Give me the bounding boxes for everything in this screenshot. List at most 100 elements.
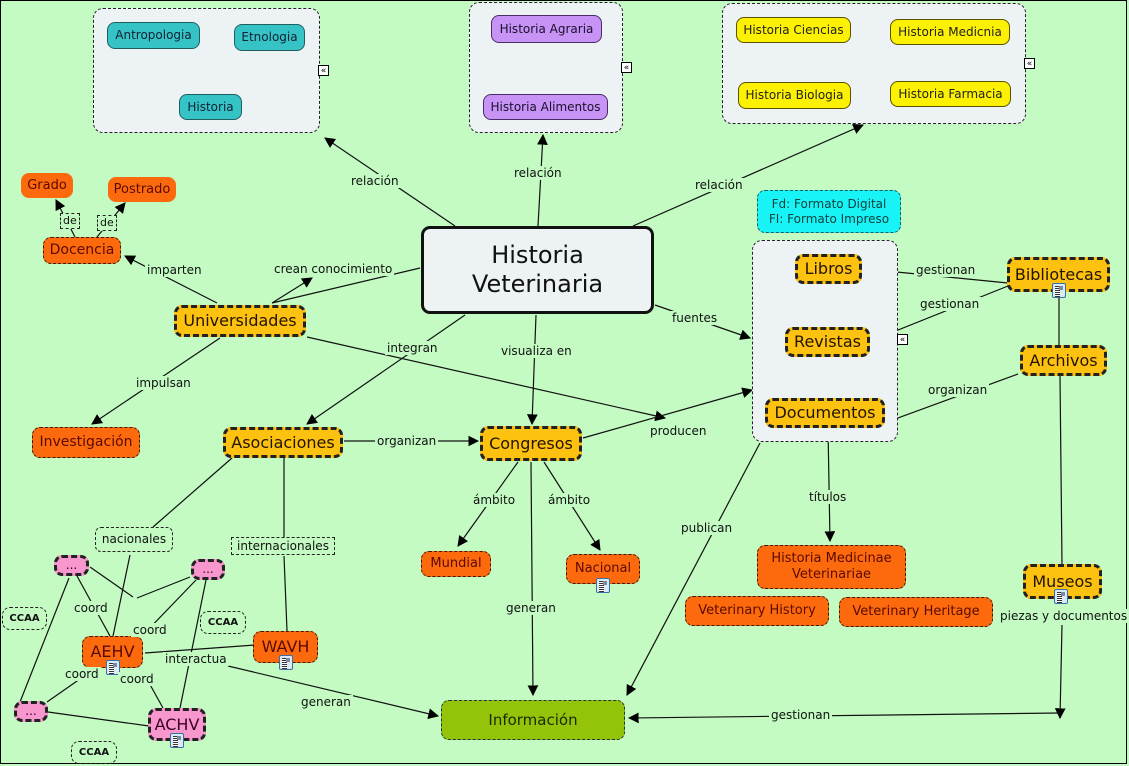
link-label-publican: publican <box>679 521 735 535</box>
resource-icon[interactable] <box>1052 283 1066 298</box>
legend-box: Fd: Formato Digital FI: Formato Impreso <box>757 190 901 233</box>
hmv-line1: Historia Medicinae <box>771 551 892 567</box>
link-label-ambito: ámbito <box>471 493 518 507</box>
node-ccaa-3[interactable]: CCAA <box>71 741 117 764</box>
main-concept[interactable]: Historia Veterinaria <box>421 226 654 314</box>
node-internacionales[interactable]: internacionales <box>231 537 335 555</box>
link-label-fuentes: fuentes <box>670 311 720 325</box>
link-generan-congresos <box>527 461 539 697</box>
resource-icon[interactable] <box>279 655 293 670</box>
link-dots2-achv <box>179 579 207 709</box>
link-label-interactua: interactua <box>163 652 229 666</box>
link-dots2-net <box>136 576 191 599</box>
link-dots1-dots3 <box>19 577 70 703</box>
node-ellipsis-1[interactable]: ... <box>54 555 89 576</box>
node-veterinary-history[interactable]: Veterinary History <box>685 596 829 626</box>
collapse-icon[interactable]: « <box>1024 58 1035 69</box>
link-label-coord: coord <box>131 623 169 637</box>
main-concept-line1: Historia <box>491 241 584 270</box>
resource-icon[interactable] <box>596 578 610 593</box>
node-antropologia[interactable]: Antropologia <box>107 22 200 49</box>
link-label-imparten: imparten <box>145 263 204 277</box>
link-label-gestionan: gestionan <box>769 708 833 722</box>
link-asoc-nacionales <box>152 457 233 528</box>
link-dots3-achv <box>47 711 150 727</box>
node-historia-medicinae-veterinariae[interactable]: Historia Medicinae Veterinariae <box>757 545 906 589</box>
resource-icon[interactable] <box>106 660 120 675</box>
node-revistas[interactable]: Revistas <box>785 327 870 357</box>
node-ellipsis-3[interactable]: ... <box>14 701 48 722</box>
link-producen <box>582 387 754 439</box>
node-ellipsis-2[interactable]: ... <box>191 559 225 580</box>
node-archivos[interactable]: Archivos <box>1020 345 1107 376</box>
link-crean-arrow <box>271 277 313 304</box>
link-interactua-aehv <box>144 644 256 654</box>
node-congresos[interactable]: Congresos <box>480 426 582 461</box>
link-label-generan: generan <box>504 601 558 615</box>
node-historia-alimentos[interactable]: Historia Alimentos <box>483 94 608 120</box>
collapse-icon[interactable]: « <box>318 65 329 76</box>
link-label-generan: generan <box>299 695 353 709</box>
node-mundial[interactable]: Mundial <box>421 551 491 577</box>
link-label-coord: coord <box>72 601 110 615</box>
resource-icon[interactable] <box>170 733 184 748</box>
link-imparten <box>124 255 218 304</box>
node-ccaa-2[interactable]: CCAA <box>200 611 246 634</box>
node-grado[interactable]: Grado <box>21 173 73 198</box>
link-organizan-docs <box>885 373 1019 424</box>
link-label-impulsan: impulsan <box>134 376 193 390</box>
link-label-relacion: relación <box>693 178 745 192</box>
legend-print: FI: Formato Impreso <box>768 211 890 226</box>
node-nacionales[interactable]: nacionales <box>95 527 173 552</box>
link-relacion-right <box>632 123 864 227</box>
link-univ-producen <box>306 336 667 422</box>
node-historia[interactable]: Historia <box>179 94 242 120</box>
link-label-organizan: organizan <box>375 434 439 448</box>
link-label-de: de <box>97 215 117 231</box>
link-label-integran: integran <box>385 341 440 355</box>
link-label-relacion: relación <box>512 166 564 180</box>
node-docencia[interactable]: Docencia <box>43 237 121 264</box>
node-postrado[interactable]: Postrado <box>108 177 176 202</box>
collapse-icon[interactable]: « <box>897 334 908 345</box>
node-historia-biologia[interactable]: Historia Biologia <box>738 82 851 109</box>
link-label-coord: coord <box>118 672 156 686</box>
link-publican <box>626 442 761 696</box>
node-investigacion[interactable]: Investigación <box>32 427 140 458</box>
node-veterinary-heritage[interactable]: Veterinary Heritage <box>839 597 993 627</box>
link-integran <box>306 314 466 425</box>
collapse-icon[interactable]: « <box>621 62 632 73</box>
node-ccaa-1[interactable]: CCAA <box>2 607 47 630</box>
node-informacion[interactable]: Información <box>441 700 625 740</box>
link-label-piezas: piezas y documentos <box>998 609 1129 623</box>
node-etnologia[interactable]: Etnologia <box>234 24 305 51</box>
link-museos-down <box>1054 624 1066 720</box>
link-label-gestionan: gestionan <box>914 263 978 277</box>
node-universidades[interactable]: Universidades <box>174 305 306 337</box>
link-intl-wavh <box>283 555 288 632</box>
link-interactua-generan <box>227 665 440 720</box>
node-historia-agraria[interactable]: Historia Agraria <box>491 15 602 43</box>
link-label-titulos: títulos <box>807 490 849 504</box>
link-archivos-museos <box>1059 375 1063 566</box>
node-historia-medicina[interactable]: Historia Medicnia <box>890 19 1010 45</box>
link-label-ambito: ámbito <box>546 493 593 507</box>
node-libros[interactable]: Libros <box>795 254 862 284</box>
link-label-visualiza-en: visualiza en <box>499 344 574 358</box>
link-label-relacion: relación <box>349 174 401 188</box>
legend-digital: Fd: Formato Digital <box>771 197 887 212</box>
main-concept-line2: Veterinaria <box>471 270 604 298</box>
link-crean-conocimiento <box>271 267 421 304</box>
node-museos[interactable]: Museos <box>1023 564 1102 599</box>
node-historia-farmacia[interactable]: Historia Farmacia <box>890 81 1011 107</box>
link-label-producen: producen <box>648 424 709 438</box>
node-historia-ciencias[interactable]: Historia Ciencias <box>736 17 851 43</box>
node-asociaciones[interactable]: Asociaciones <box>223 427 343 458</box>
resource-icon[interactable] <box>1054 589 1068 604</box>
node-documentos[interactable]: Documentos <box>765 398 885 428</box>
link-label-de: de <box>60 213 80 229</box>
link-gestionan-info <box>627 712 1061 724</box>
node-bibliotecas[interactable]: Bibliotecas <box>1007 257 1110 292</box>
link-visualiza <box>526 314 538 426</box>
